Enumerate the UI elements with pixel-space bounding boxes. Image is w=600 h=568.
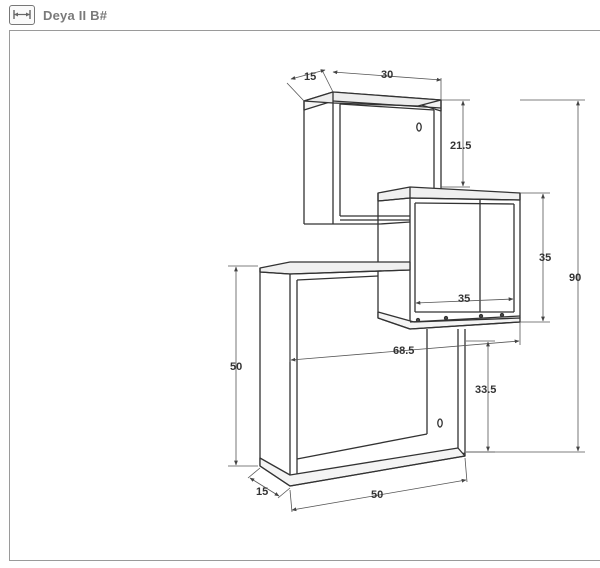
label-bottom-box-width: 50 <box>371 489 383 501</box>
label-bottom-box-depth: 15 <box>256 486 268 498</box>
label-overall-width: 68.5 <box>393 345 414 357</box>
header-bar: Deya II B# <box>0 0 600 30</box>
top-box <box>303 91 442 225</box>
label-bottom-box-height: 50 <box>230 361 242 373</box>
label-middle-box-height: 35 <box>539 252 551 264</box>
label-overall-height: 90 <box>569 272 581 284</box>
product-title: Deya II B# <box>43 8 108 23</box>
label-top-box-depth: 15 <box>304 71 316 83</box>
middle-box <box>377 186 521 330</box>
label-top-box-height: 21.5 <box>450 140 471 152</box>
dimension-labels: 15 30 21.5 35 35 90 68.5 33.5 50 15 50 <box>230 69 581 501</box>
label-middle-box-inner-width: 35 <box>458 293 470 305</box>
label-lower-gap-height: 33.5 <box>475 384 496 396</box>
bottom-box <box>259 261 466 487</box>
drawing-frame <box>9 30 600 561</box>
dimension-lines <box>228 69 585 513</box>
label-top-box-width: 30 <box>381 69 393 81</box>
shelf-unit <box>259 91 521 487</box>
dimension-ruler-icon <box>9 5 35 25</box>
